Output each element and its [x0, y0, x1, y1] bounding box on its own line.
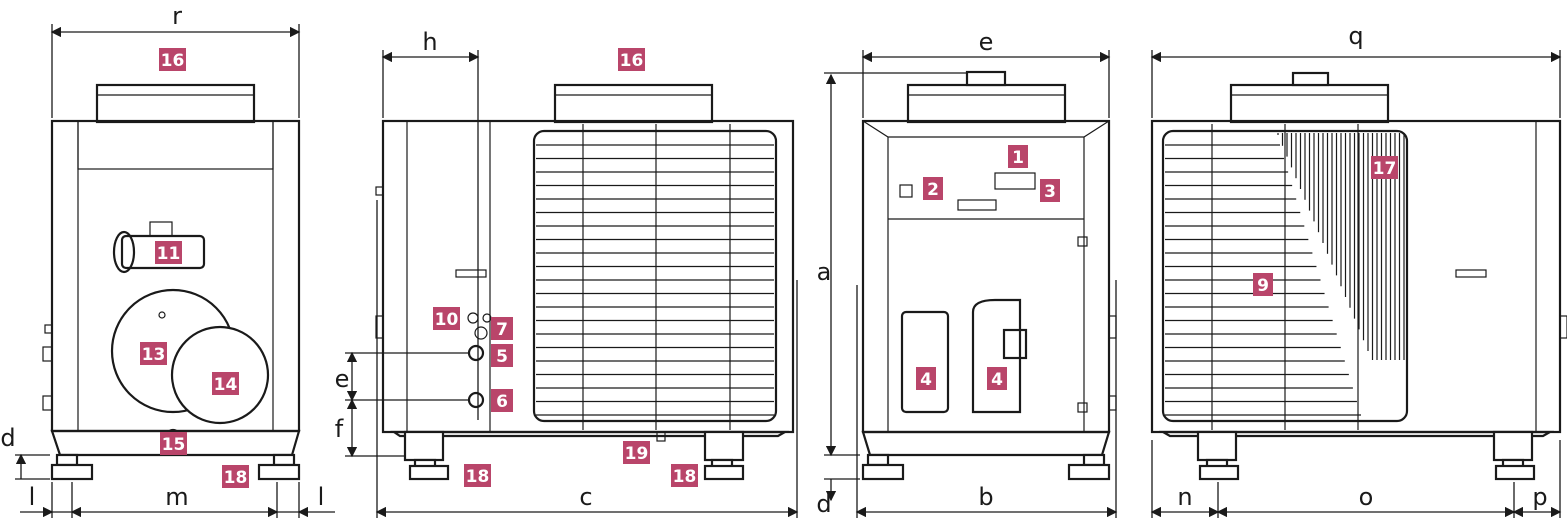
svg-text:19: 19 [625, 444, 649, 464]
callout-19: 19 [623, 441, 650, 464]
dim-d-right: d [816, 490, 831, 518]
svg-text:13: 13 [142, 345, 166, 365]
callout-17: 17 [1371, 156, 1398, 179]
panel-view [861, 70, 1117, 481]
panel-housing [861, 119, 1111, 434]
dim-a: a [817, 258, 832, 286]
component-4b [971, 298, 1022, 414]
svg-text:17: 17 [1373, 159, 1397, 179]
switch-2 [899, 184, 913, 198]
fan-top-cover-front [553, 83, 714, 124]
svg-text:11: 11 [157, 244, 181, 264]
component-4a [900, 310, 950, 414]
svg-text:7: 7 [496, 320, 508, 340]
callout-16-left: 16 [159, 48, 186, 71]
dim-r: r [172, 2, 182, 30]
svg-text:10: 10 [435, 310, 459, 330]
dim-q: q [1348, 22, 1363, 50]
condenser-grille [532, 129, 778, 423]
svg-text:14: 14 [214, 375, 238, 395]
svg-text:18: 18 [673, 467, 697, 487]
callout-6: 6 [491, 389, 513, 412]
svg-text:1: 1 [1012, 148, 1024, 168]
svg-text:15: 15 [162, 435, 186, 455]
svg-text:4: 4 [991, 370, 1003, 390]
callout-9: 9 [1253, 273, 1273, 296]
svg-text:18: 18 [224, 468, 248, 488]
callout-11: 11 [155, 241, 182, 264]
callout-1: 1 [1008, 145, 1028, 168]
callout-14: 14 [212, 372, 239, 395]
dimension-lines [15, 24, 1562, 518]
dim-c: c [579, 483, 592, 511]
dim-e-vertical: e [335, 365, 350, 393]
svg-text:6: 6 [496, 392, 508, 412]
dim-b: b [978, 483, 993, 511]
front-housing [381, 119, 795, 434]
dim-d-left: d [0, 424, 15, 452]
dim-l-left: l [29, 483, 36, 511]
dim-p: p [1532, 483, 1547, 511]
callout-18-front-left: 18 [464, 464, 491, 487]
display-3 [994, 172, 1036, 190]
svg-text:18: 18 [466, 467, 490, 487]
dimension-letters: r h e q a d d l m l e f c b n o p [0, 2, 1547, 518]
front-view [375, 83, 795, 481]
back-view [1150, 71, 1567, 481]
callout-3: 3 [1040, 179, 1060, 202]
svg-text:3: 3 [1044, 182, 1056, 202]
callouts: 16 11 13 14 15 18 16 10 7 5 6 18 19 18 1… [140, 48, 1398, 488]
callout-7: 7 [491, 317, 513, 340]
svg-text:16: 16 [161, 51, 185, 71]
callout-15: 15 [160, 432, 187, 455]
callout-16-front: 16 [618, 48, 645, 71]
callout-4-right: 4 [987, 367, 1007, 390]
svg-text:16: 16 [620, 51, 644, 71]
dim-m: m [165, 483, 188, 511]
callout-18-left: 18 [222, 465, 249, 488]
callout-4-left: 4 [916, 367, 936, 390]
svg-text:2: 2 [927, 180, 939, 200]
dim-o: o [1359, 483, 1374, 511]
inlet-5 [467, 344, 485, 362]
fan-top-cover [95, 83, 256, 124]
outlet-6 [467, 391, 485, 409]
callout-2: 2 [923, 177, 943, 200]
dim-f: f [335, 415, 344, 443]
callout-13: 13 [140, 342, 167, 365]
svg-text:9: 9 [1257, 276, 1269, 296]
callout-10: 10 [433, 307, 460, 330]
back-housing [1150, 119, 1562, 434]
svg-text:4: 4 [920, 370, 932, 390]
callout-18-front-right: 18 [671, 464, 698, 487]
dim-l-right: l [318, 483, 325, 511]
dim-h: h [422, 28, 437, 56]
side-view-left [42, 83, 301, 481]
svg-text:5: 5 [496, 347, 508, 367]
callout-5: 5 [491, 344, 513, 367]
dim-e-top: e [979, 28, 994, 56]
dim-n: n [1177, 483, 1192, 511]
